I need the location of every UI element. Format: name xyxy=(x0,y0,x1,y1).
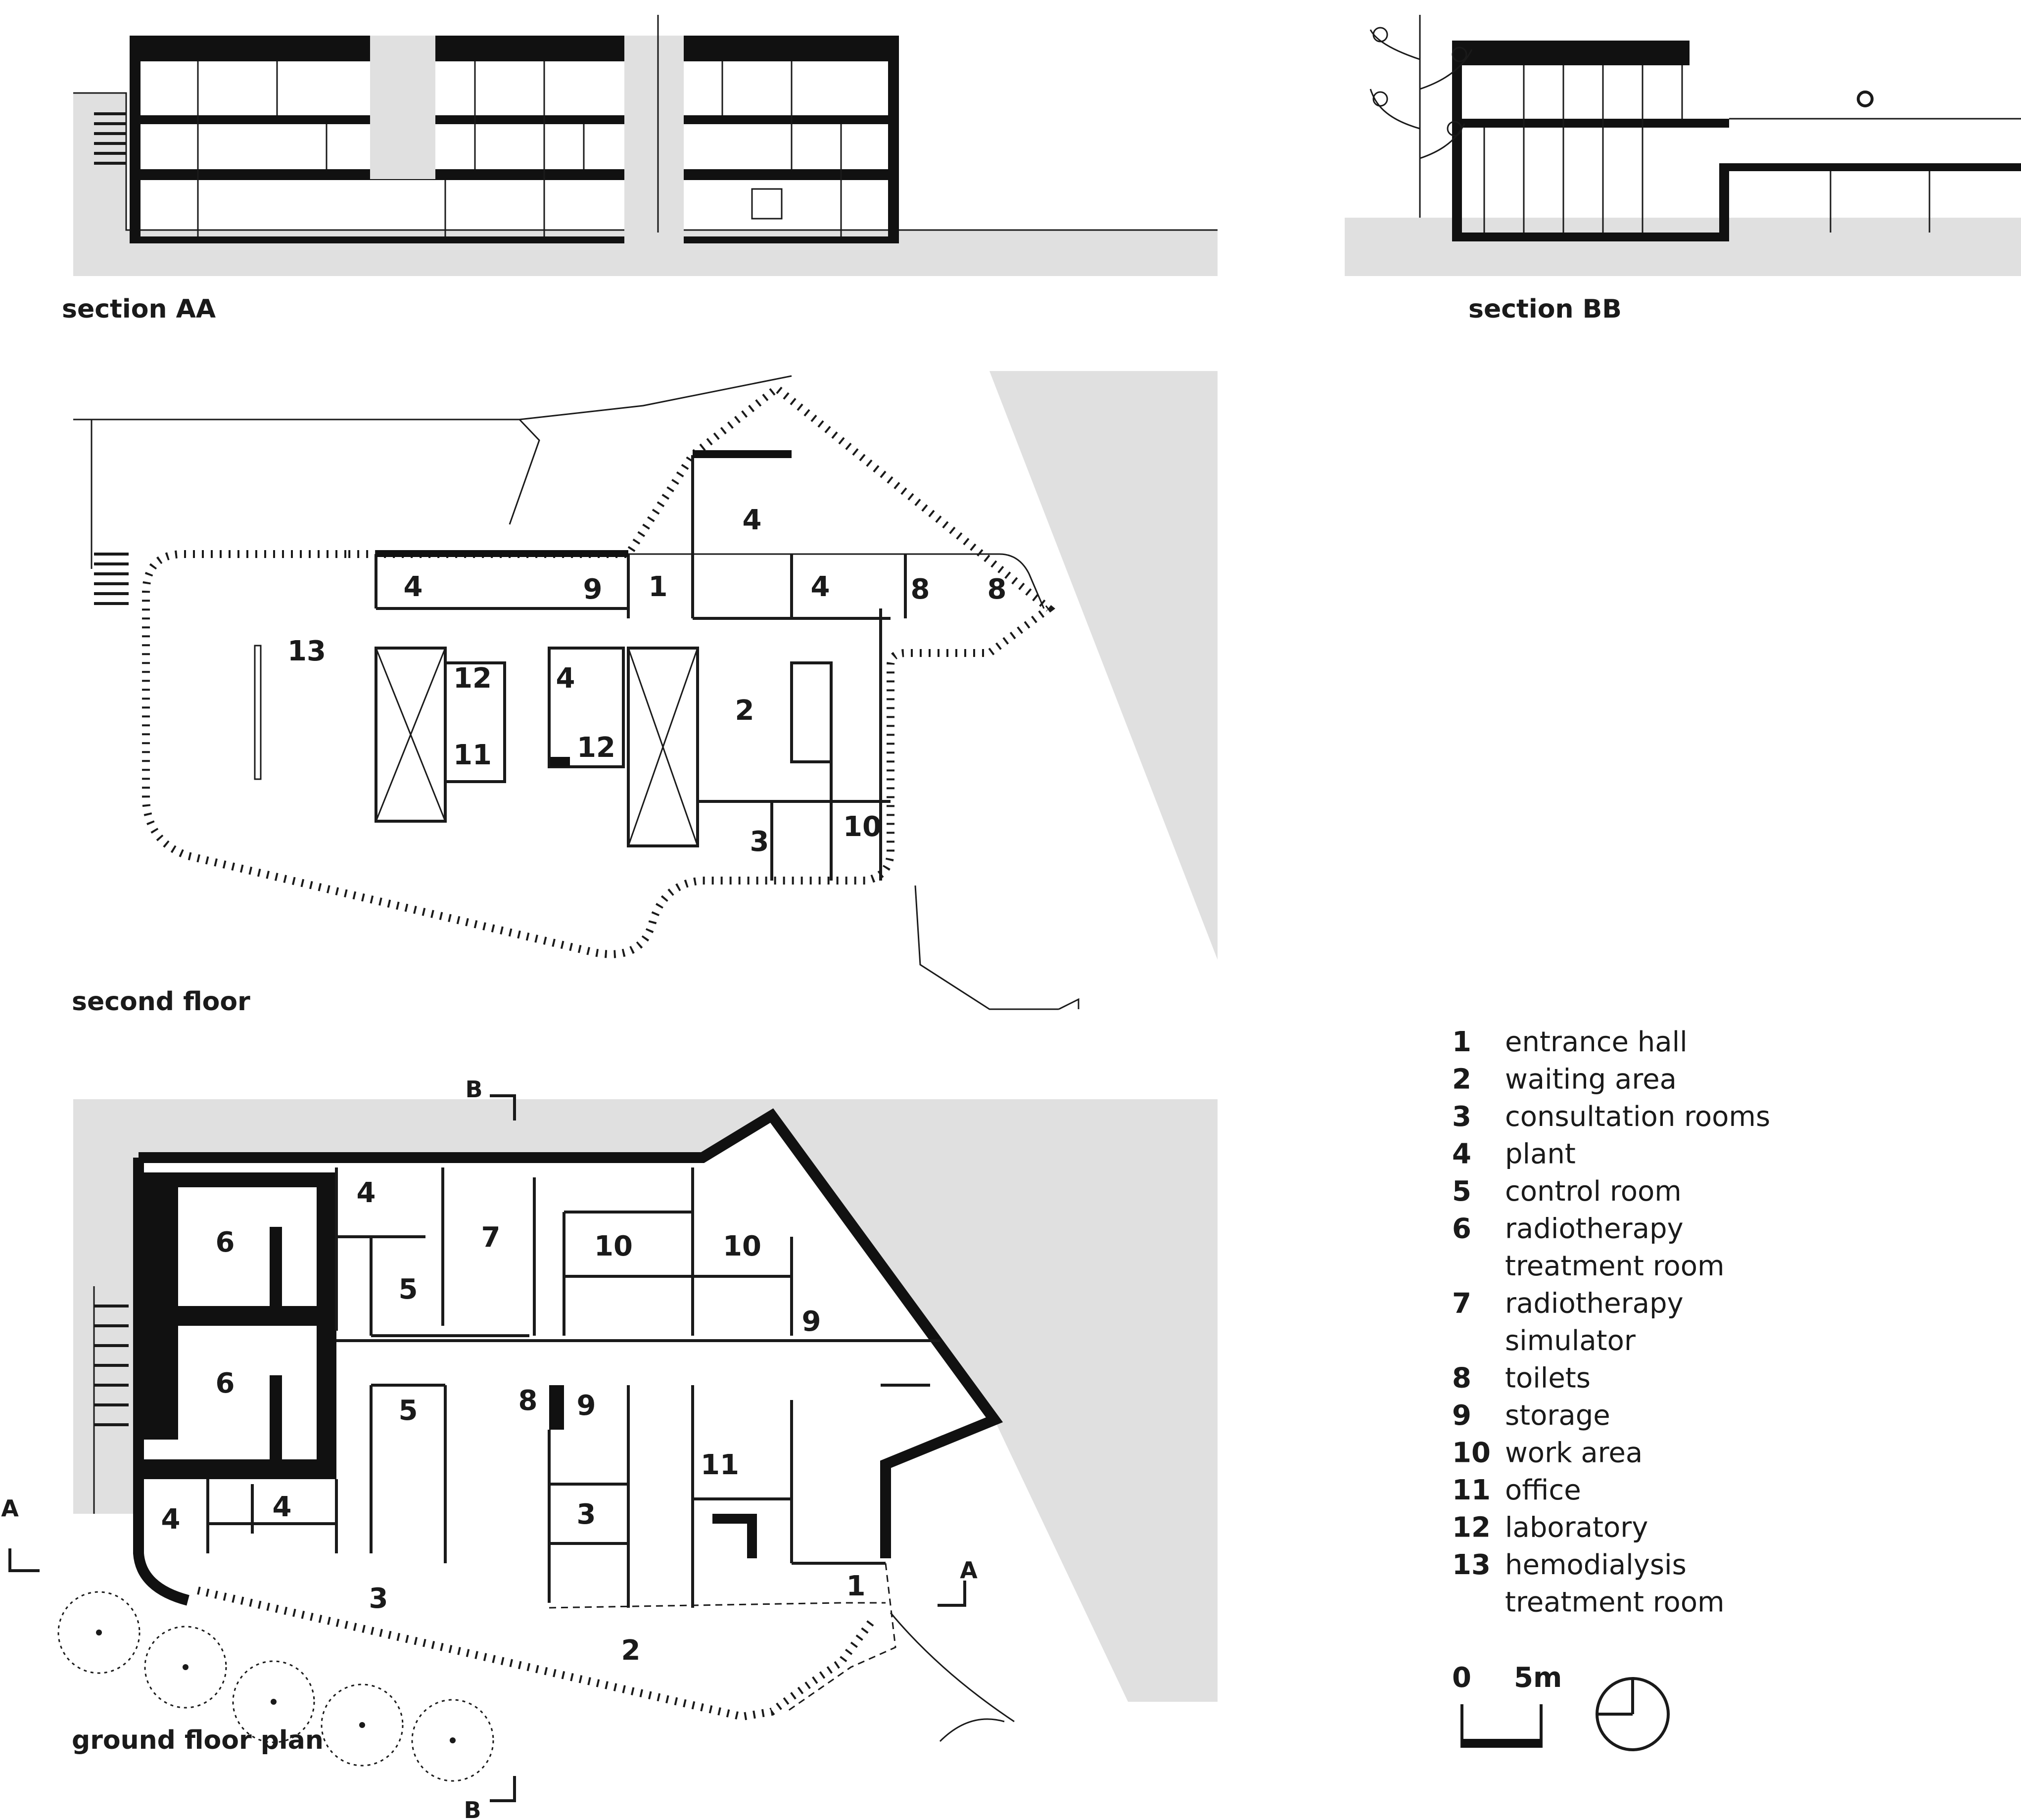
ground-floor-room-label: 6 xyxy=(216,1367,235,1400)
ground-floor-room-label: 9 xyxy=(802,1306,821,1338)
legend-label: consultation rooms xyxy=(1505,1101,1770,1133)
section-marker-b-top: B xyxy=(465,1076,482,1103)
second-floor-room-label: 9 xyxy=(583,573,603,606)
room-legend: 1 entrance hall 2 waiting area 3 consultation… xyxy=(1452,1026,1770,1619)
second-floor-room-label: 8 xyxy=(987,573,1007,606)
section-aa xyxy=(73,15,1218,276)
ground-floor-room-label: 7 xyxy=(481,1221,501,1254)
legend-number: 6 xyxy=(1452,1213,1471,1245)
legend-number: 12 xyxy=(1452,1512,1491,1544)
legend-label: radiotherapy xyxy=(1505,1288,1684,1320)
legend-label: hemodialysis xyxy=(1505,1549,1687,1581)
legend-label: plant xyxy=(1505,1138,1576,1170)
legend-number: 9 xyxy=(1452,1400,1471,1432)
ground-floor-plan xyxy=(57,1099,1218,1782)
north-arrow-icon xyxy=(1596,1677,1670,1751)
tree-canopy-icons xyxy=(57,1591,494,1782)
ground-floor-room-label: 6 xyxy=(216,1226,235,1259)
legend-label: storage xyxy=(1505,1400,1610,1432)
legend-number: 7 xyxy=(1452,1288,1471,1320)
ground-floor-room-label: 4 xyxy=(273,1491,292,1523)
second-floor-room-label: 12 xyxy=(453,662,492,695)
scale-bar-start-label: 0 xyxy=(1452,1662,1471,1694)
legend-label: entrance hall xyxy=(1505,1026,1688,1058)
ground-floor-title: ground floor plan xyxy=(72,1726,324,1755)
legend-label: work area xyxy=(1505,1437,1643,1469)
person-icon xyxy=(1857,91,1874,107)
legend-label: treatment room xyxy=(1505,1587,1725,1619)
legend-label: office xyxy=(1505,1474,1581,1506)
second-floor-room-label: 1 xyxy=(649,571,668,603)
second-floor-room-label: 8 xyxy=(911,573,930,606)
second-floor-room-label: 4 xyxy=(404,571,423,603)
legend-number: 3 xyxy=(1452,1101,1471,1133)
scale-bar-end-label: 5m xyxy=(1514,1662,1562,1694)
legend-number: 2 xyxy=(1452,1064,1471,1096)
section-bb xyxy=(1345,15,2021,276)
legend-number: 1 xyxy=(1452,1026,1471,1058)
ground-floor-room-label: 2 xyxy=(621,1634,641,1667)
legend-number: 4 xyxy=(1452,1138,1471,1170)
legend-number: 5 xyxy=(1452,1175,1471,1208)
second-floor-title: second floor xyxy=(72,987,250,1017)
ground-floor-room-label: 3 xyxy=(369,1583,388,1615)
legend-label: radiotherapy xyxy=(1505,1213,1684,1245)
legend-number: 8 xyxy=(1452,1362,1471,1395)
legend-number: 11 xyxy=(1452,1474,1491,1506)
section-marker-a-left: A xyxy=(1,1495,19,1522)
second-floor-room-label: 2 xyxy=(735,695,754,727)
section-aa-title: section AA xyxy=(62,294,216,324)
legend-label: laboratory xyxy=(1505,1512,1648,1544)
second-floor-room-label: 4 xyxy=(811,571,830,603)
ground-floor-room-numbers: 4 6 7 10 10 5 9 6 5 8 9 11 4 4 3 3 1 2 xyxy=(161,1177,866,1667)
second-floor-room-label: 11 xyxy=(453,739,492,771)
ground-floor-room-label: 5 xyxy=(399,1273,418,1306)
legend-label: toilets xyxy=(1505,1362,1591,1395)
section-marker-b-bottom: B xyxy=(464,1797,481,1820)
legend-label: treatment room xyxy=(1505,1250,1725,1282)
ground-floor-room-label: 8 xyxy=(518,1385,538,1417)
tree-icon xyxy=(1369,15,1473,218)
legend-number: 13 xyxy=(1452,1549,1491,1581)
second-floor-room-label: 4 xyxy=(556,662,575,695)
scale-bar xyxy=(1460,1704,1543,1748)
ground-floor-room-label: 1 xyxy=(846,1570,866,1602)
ground-floor-room-label: 4 xyxy=(357,1177,376,1209)
ground-floor-room-label: 11 xyxy=(701,1449,739,1481)
legend-label: control room xyxy=(1505,1175,1682,1208)
second-floor-room-label: 3 xyxy=(750,826,769,858)
second-floor-room-label: 4 xyxy=(743,504,762,536)
second-floor-plan xyxy=(73,371,1218,1010)
section-marker-a-right: A xyxy=(960,1557,978,1584)
ground-floor-room-label: 9 xyxy=(577,1390,596,1422)
legend-label: simulator xyxy=(1505,1325,1636,1357)
ground-floor-room-label: 4 xyxy=(161,1503,181,1536)
section-cut-markers xyxy=(8,1094,966,1802)
second-floor-room-label: 12 xyxy=(577,732,615,764)
second-floor-room-label: 10 xyxy=(843,811,882,843)
ground-floor-room-label: 10 xyxy=(594,1230,633,1262)
second-floor-room-label: 13 xyxy=(287,635,326,667)
legend-label: waiting area xyxy=(1505,1064,1677,1096)
ground-floor-room-label: 5 xyxy=(399,1395,418,1427)
ground-floor-room-label: 10 xyxy=(723,1230,761,1262)
legend-number: 10 xyxy=(1452,1437,1491,1469)
section-bb-title: section BB xyxy=(1468,294,1622,324)
ground-floor-room-label: 3 xyxy=(577,1498,596,1531)
